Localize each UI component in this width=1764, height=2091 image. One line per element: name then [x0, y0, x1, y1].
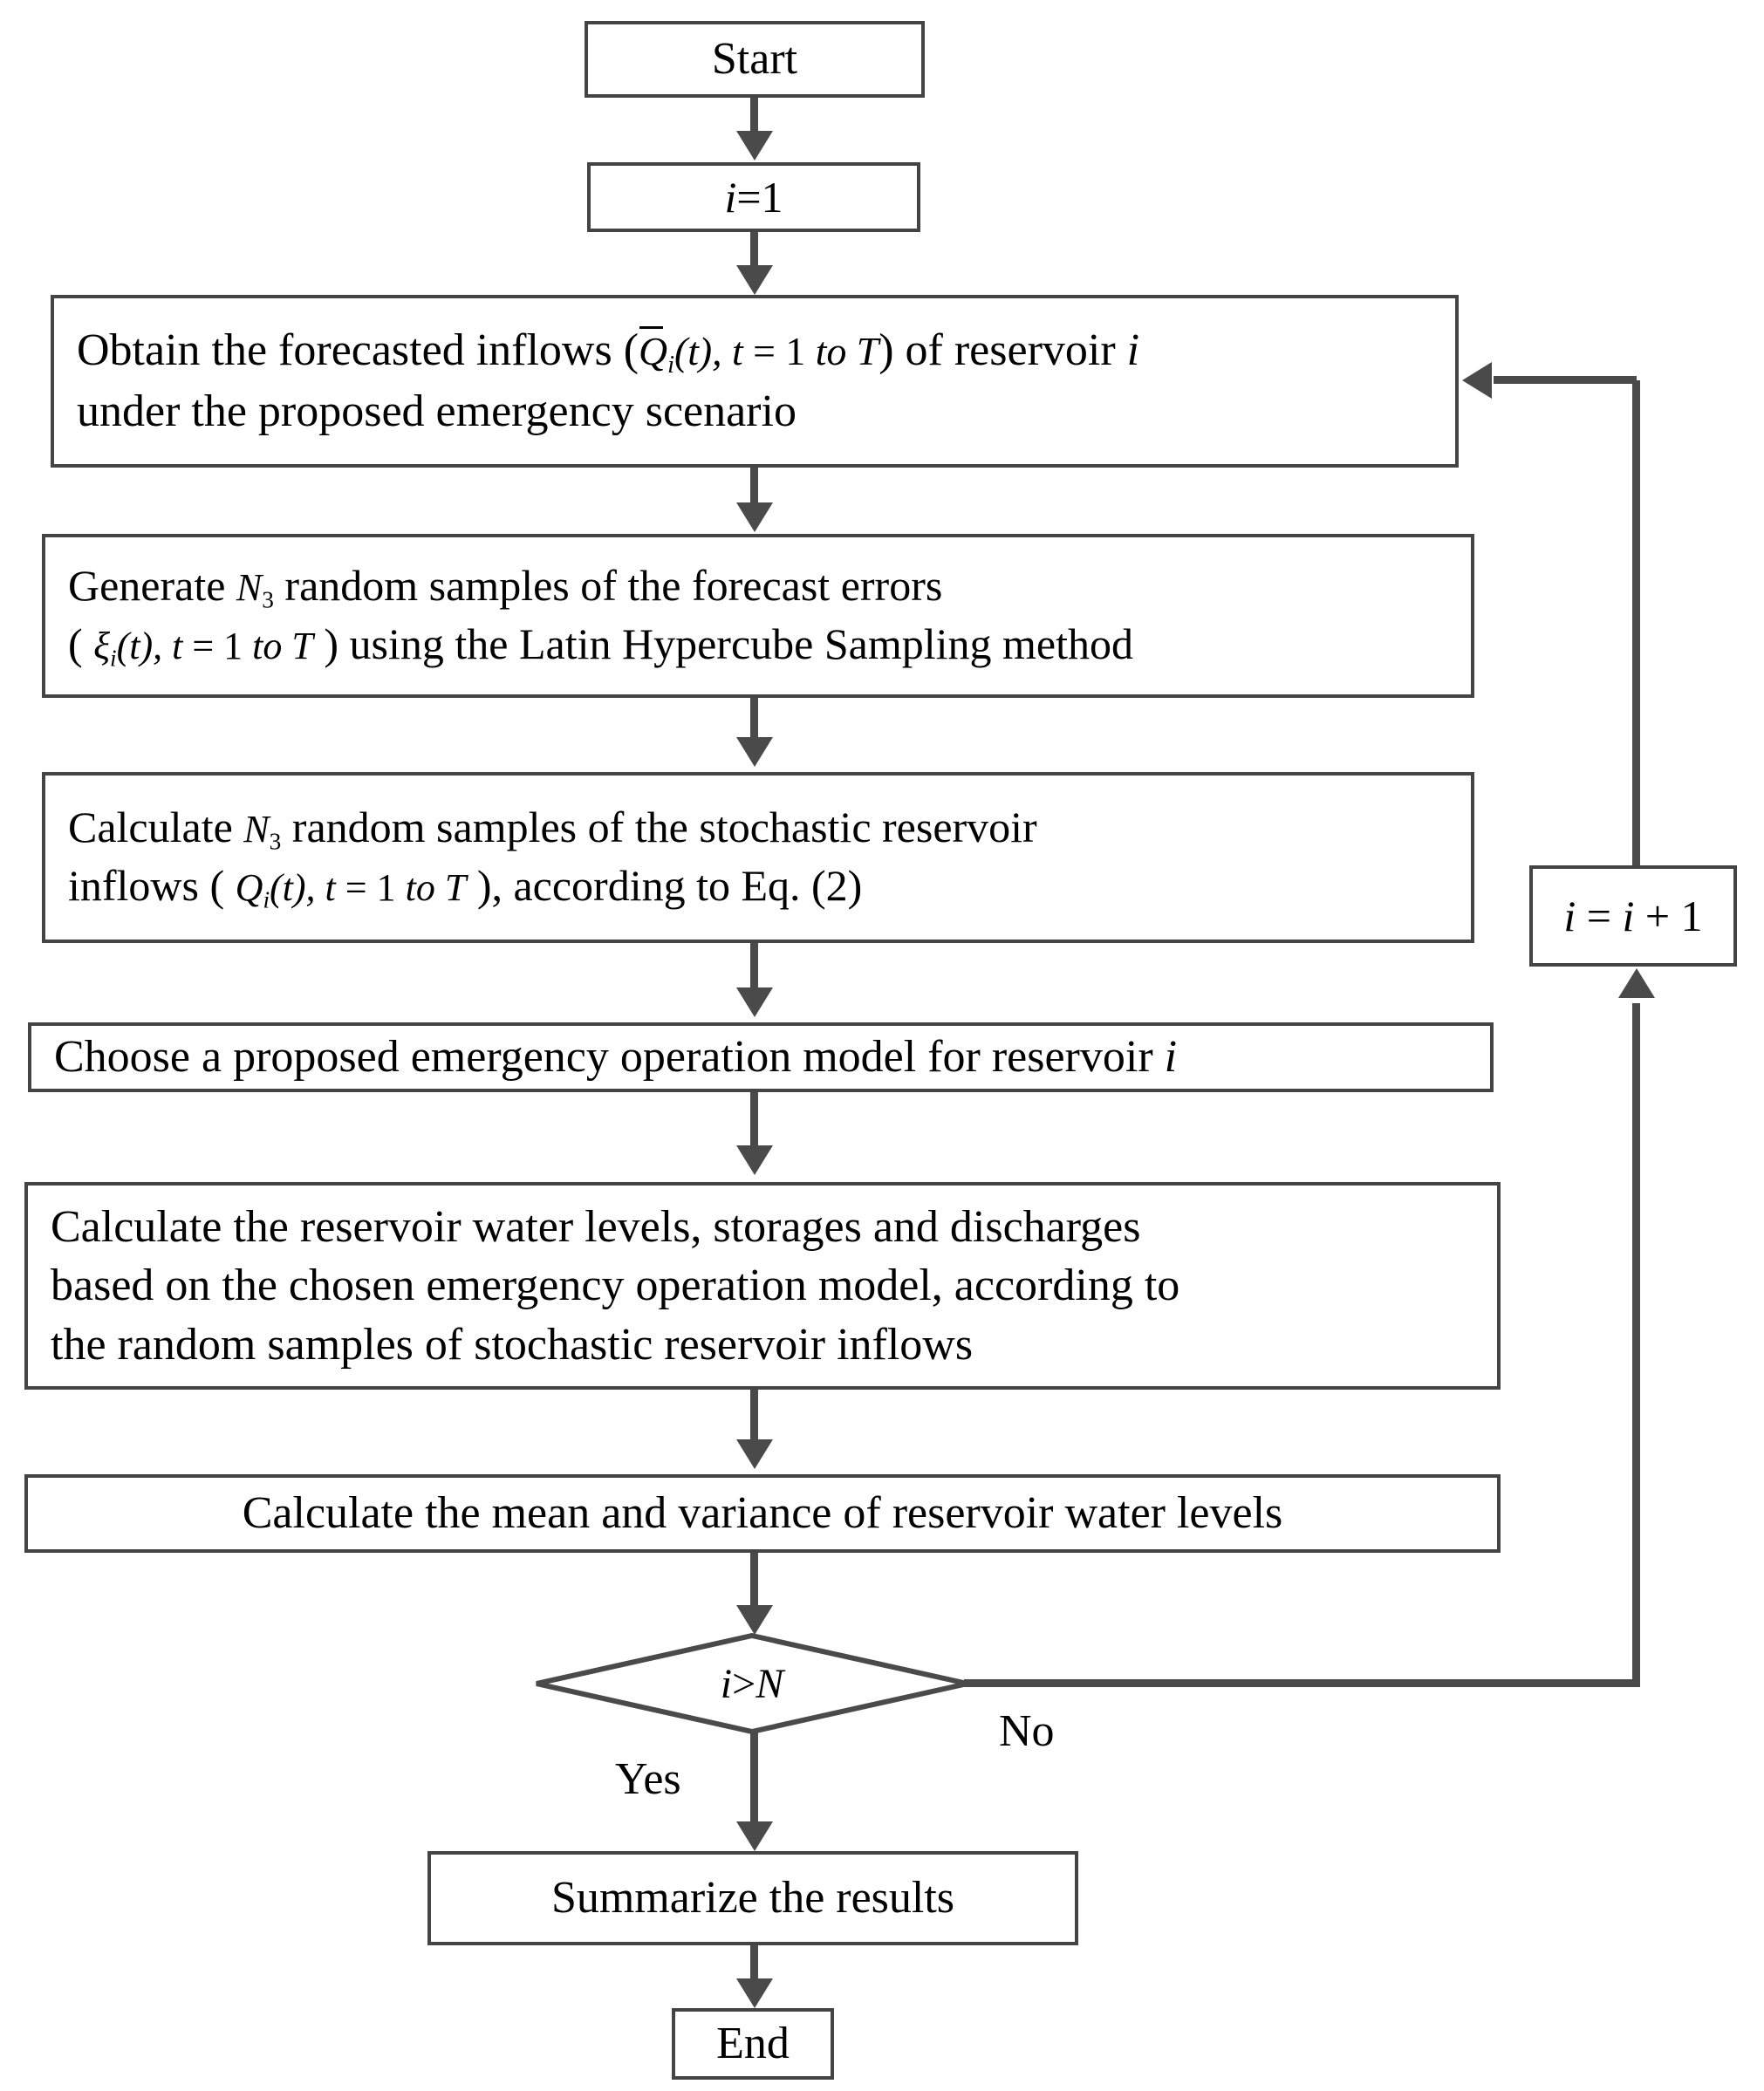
connector-increment-to-obtain-vertical	[1632, 380, 1640, 865]
calcsamples-line1-symbol: N3	[243, 807, 282, 855]
calcsamples-line2-formula: Qi(t), t = 1 to T	[235, 866, 467, 913]
obtain-line1-text-a: Obtain the forecasted inflows (	[77, 325, 639, 376]
node-calculate-stochastic-inflows[interactable]: Calculate N3 random samples of the stoch…	[42, 772, 1474, 943]
calcsamples-line2-text-b: ), according to Eq. (2)	[466, 861, 863, 910]
arrowhead-yes-branch	[736, 1821, 773, 1851]
node-summarize-results[interactable]: Summarize the results	[427, 1851, 1078, 1945]
calcstats-text: Calculate the mean and variance of reser…	[242, 1488, 1283, 1539]
arrowhead-start-to-init	[736, 131, 773, 161]
arrowhead-calcsamples-to-choose	[736, 987, 773, 1017]
calclevels-line3: the random samples of stochastic reservo…	[51, 1319, 974, 1370]
node-generate-samples[interactable]: Generate N3 random samples of the foreca…	[42, 534, 1474, 698]
generate-line1-text-b: random samples of the forecast errors	[273, 560, 943, 610]
decision-label-n: N	[756, 1660, 784, 1707]
node-obtain-forecasted-inflows[interactable]: Obtain the forecasted inflows (Qi(t), t …	[51, 295, 1459, 468]
connector-no-branch-vertical	[1632, 1003, 1640, 1684]
arrowhead-init-to-obtain	[736, 265, 773, 295]
summarize-label: Summarize the results	[550, 1873, 955, 1924]
connector-obtain-to-generate	[750, 468, 758, 504]
connector-init-to-obtain	[750, 232, 758, 269]
decision-label-i: i	[720, 1660, 733, 1707]
connector-no-branch-horizontal	[964, 1679, 1640, 1687]
calcsamples-line1-text-b: random samples of the stochastic reservo…	[281, 802, 1037, 851]
generate-line1-text-a: Generate	[68, 560, 236, 610]
node-init-variable: i	[724, 172, 737, 222]
node-choose-model[interactable]: Choose a proposed emergency operation mo…	[28, 1022, 1494, 1092]
connector-increment-to-obtain-horizontal	[1494, 376, 1637, 384]
increment-eq: =	[1576, 891, 1623, 940]
connector-calclevels-to-calcstats	[750, 1390, 758, 1440]
connector-summarize-to-end	[750, 1945, 758, 1980]
generate-line2-text-a: (	[68, 619, 94, 668]
connector-yes-branch	[750, 1732, 758, 1823]
calcsamples-line2-text-a: inflows (	[68, 861, 236, 910]
node-start[interactable]: Start	[585, 21, 925, 98]
arrowhead-calclevels-to-calcstats	[736, 1439, 773, 1469]
arrowhead-choose-to-calclevels	[736, 1145, 773, 1175]
calclevels-line2: based on the chosen emergency operation …	[51, 1261, 1180, 1311]
calcsamples-line1-text-a: Calculate	[68, 802, 244, 851]
node-init[interactable]: i=1	[587, 162, 920, 232]
arrowhead-generate-to-calcsamples	[736, 737, 773, 767]
arrowhead-increment-to-obtain	[1462, 362, 1492, 399]
increment-i1: i	[1563, 891, 1576, 940]
node-start-label: Start	[711, 34, 798, 85]
node-end-label: End	[716, 2019, 790, 2069]
obtain-line1-index: i	[1126, 325, 1140, 376]
edge-label-no: No	[999, 1706, 1055, 1756]
generate-line2-text-b: ) using the Latin Hypercube Sampling met…	[312, 619, 1133, 668]
generate-line2-formula: ξi(t), t = 1 to T	[93, 625, 313, 672]
choose-index: i	[1164, 1032, 1178, 1083]
connector-calcstats-to-decision	[750, 1553, 758, 1607]
obtain-line1-formula: Qi(t), t = 1 to T	[639, 326, 879, 379]
obtain-line2: under the proposed emergency scenario	[77, 386, 797, 437]
node-end[interactable]: End	[672, 2008, 834, 2080]
node-calculate-water-levels[interactable]: Calculate the reservoir water levels, st…	[24, 1182, 1501, 1390]
connector-choose-to-calclevels	[750, 1092, 758, 1146]
connector-generate-to-calcsamples	[750, 698, 758, 738]
arrowhead-calcstats-to-decision	[736, 1605, 773, 1635]
increment-i2: i	[1622, 891, 1635, 940]
increment-plus: + 1	[1634, 891, 1703, 940]
generate-line1-symbol: N3	[236, 565, 274, 613]
arrowhead-summarize-to-end	[736, 1978, 773, 2008]
arrowhead-no-branch-into-increment	[1618, 968, 1655, 998]
connector-calcsamples-to-choose	[750, 943, 758, 988]
node-calculate-mean-variance[interactable]: Calculate the mean and variance of reser…	[24, 1474, 1501, 1553]
calclevels-line1: Calculate the reservoir water levels, st…	[51, 1201, 1141, 1252]
obtain-line1-text-b: ) of reservoir	[879, 325, 1127, 376]
node-init-value: =1	[736, 172, 783, 222]
edge-label-yes: Yes	[615, 1754, 681, 1804]
decision-label-op: >	[732, 1660, 756, 1707]
node-increment-counter[interactable]: i = i + 1	[1529, 865, 1737, 967]
arrowhead-obtain-to-generate	[736, 502, 773, 532]
node-decision-i-gt-n[interactable]	[534, 1633, 970, 1734]
connector-start-to-init	[750, 98, 758, 133]
decision-label: i > N	[534, 1633, 970, 1734]
choose-text: Choose a proposed emergency operation mo…	[54, 1032, 1165, 1083]
